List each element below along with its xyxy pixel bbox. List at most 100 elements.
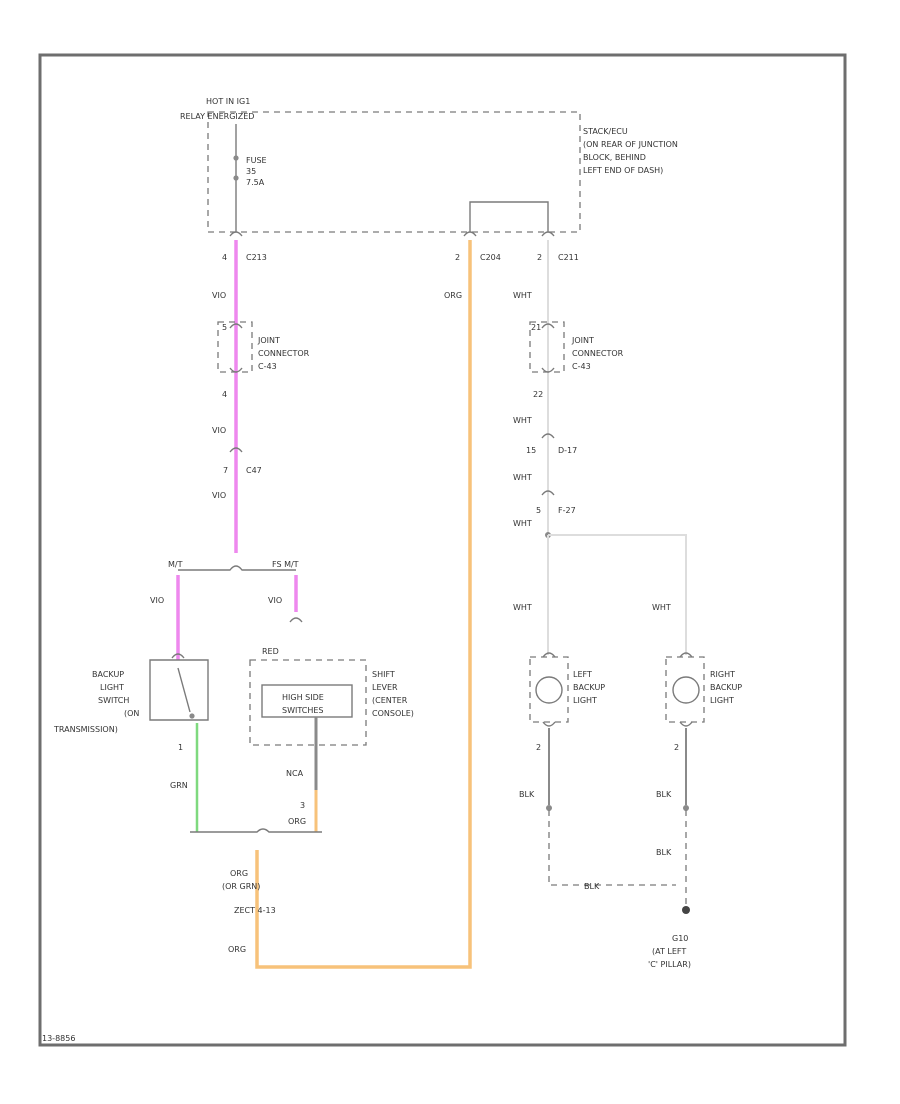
label-joint-left-3: C-43 bbox=[258, 362, 277, 371]
ground-icon bbox=[682, 906, 690, 914]
label-joint-right-2: CONNECTOR bbox=[572, 349, 624, 358]
label-switch-pin: 1 bbox=[178, 743, 183, 752]
label-ground-2: (AT LEFT bbox=[652, 947, 686, 956]
label-right-lamp-3: LIGHT bbox=[710, 696, 734, 705]
label-joint-left-pin2: 4 bbox=[222, 390, 227, 399]
fuse-terminal-top bbox=[233, 155, 239, 161]
label-fs-mt: FS M/T bbox=[272, 560, 299, 569]
label-wire-or-grn: (OR GRN) bbox=[222, 882, 260, 891]
wire-blk-left-dashed bbox=[548, 810, 676, 886]
left-lamp-pin-bottom bbox=[542, 721, 556, 727]
label-left-lamp-pin: 2 bbox=[536, 743, 541, 752]
joint-right-upper-pin bbox=[541, 323, 555, 329]
label-wire-wht-6: WHT bbox=[652, 603, 671, 612]
label-pin-4: 4 bbox=[222, 253, 227, 262]
label-left-lamp-3: LIGHT bbox=[573, 696, 597, 705]
label-right-lamp-2: BACKUP bbox=[710, 683, 742, 692]
label-junction-2: (ON REAR OF JUNCTION bbox=[583, 140, 678, 149]
figure-code: 13-8856 bbox=[42, 1034, 75, 1043]
label-shift-2: LEVER bbox=[372, 683, 398, 692]
label-high-side-2: SWITCHES bbox=[282, 706, 324, 715]
connector-c47 bbox=[229, 447, 243, 453]
backup-switch-body bbox=[149, 659, 209, 721]
label-joint-right-pin: 21 bbox=[531, 323, 541, 332]
diagram-border bbox=[38, 53, 847, 1047]
label-wire-blk-2: BLK bbox=[656, 790, 672, 799]
joint-right-lower-pin bbox=[541, 367, 555, 373]
label-c47: C47 bbox=[246, 466, 262, 475]
label-wire-org-b1: ORG bbox=[288, 817, 306, 826]
fuse-terminal-bottom bbox=[233, 175, 239, 181]
backup-switch-contact bbox=[177, 667, 191, 713]
backup-switch-pin-top bbox=[171, 653, 185, 659]
label-relay: RELAY ENERGIZED bbox=[180, 112, 254, 121]
label-switch-3: SWITCH bbox=[98, 696, 129, 705]
wire-wht-branch bbox=[548, 534, 687, 655]
splice-bar bbox=[190, 828, 322, 833]
label-shift-4: CONSOLE) bbox=[372, 709, 414, 718]
label-red: RED bbox=[262, 647, 279, 656]
connector-c204 bbox=[463, 231, 477, 237]
label-wire-wht-2: WHT bbox=[513, 416, 532, 425]
junction-block-outline bbox=[207, 111, 581, 233]
label-c211: C211 bbox=[558, 253, 579, 262]
left-lamp-housing bbox=[529, 656, 569, 723]
splice-blk-left bbox=[546, 805, 552, 811]
label-wire-blk-3: BLK bbox=[656, 848, 672, 857]
label-high-side-1: HIGH SIDE bbox=[282, 693, 324, 702]
label-c213: C213 bbox=[246, 253, 267, 262]
label-left-lamp-2: BACKUP bbox=[573, 683, 605, 692]
label-wire-org-3: ORG bbox=[228, 945, 246, 954]
shift-lever-module bbox=[249, 659, 367, 746]
label-junction-1: STACK/ECU bbox=[583, 127, 628, 136]
label-joint-right-3: C-43 bbox=[572, 362, 591, 371]
label-wire-vio-1: VIO bbox=[212, 291, 226, 300]
connector-c211 bbox=[541, 231, 555, 237]
label-fuse-rating: 7.5A bbox=[246, 178, 265, 187]
label-ground-1: G10 bbox=[672, 934, 688, 943]
label-hot-in: HOT IN IG1 bbox=[206, 97, 250, 106]
label-f27-pin: 5 bbox=[536, 506, 541, 515]
joint-left-upper-pin bbox=[229, 323, 243, 329]
label-blk-mid: BLK bbox=[584, 882, 600, 891]
label-junction-4: LEFT END OF DASH) bbox=[583, 166, 663, 175]
backup-switch-terminal bbox=[189, 713, 195, 719]
label-pin-3: 3 bbox=[300, 801, 305, 810]
label-ground-3: 'C' PILLAR) bbox=[648, 960, 691, 969]
label-d17-pin: 15 bbox=[526, 446, 536, 455]
label-wire-vio-3: VIO bbox=[212, 491, 226, 500]
label-right-lamp-1: RIGHT bbox=[710, 670, 735, 679]
label-wire-org-top: ORG bbox=[444, 291, 462, 300]
label-d17: D-17 bbox=[558, 446, 577, 455]
wire-org-long bbox=[255, 240, 472, 969]
label-shift-3: (CENTER bbox=[372, 696, 408, 705]
label-shift-1: SHIFT bbox=[372, 670, 395, 679]
left-bulb-icon bbox=[535, 676, 563, 704]
label-cell-ref: ZECT 4-13 bbox=[234, 906, 276, 915]
label-mt: M/T bbox=[168, 560, 183, 569]
label-joint-left-pin: 5 bbox=[222, 323, 227, 332]
label-joint-left-2: CONNECTOR bbox=[258, 349, 310, 358]
label-wire-wht-4: WHT bbox=[513, 519, 532, 528]
connector-c213 bbox=[229, 231, 243, 237]
splice-blk-right bbox=[683, 805, 689, 811]
label-wire-nca: NCA bbox=[286, 769, 304, 778]
right-lamp-pin-bottom bbox=[679, 721, 693, 727]
joint-connector-left bbox=[217, 321, 253, 373]
label-wire-wht-1: WHT bbox=[513, 291, 532, 300]
option-split-line bbox=[178, 565, 296, 571]
label-switch-5: TRANSMISSION) bbox=[53, 725, 118, 734]
label-wire-vio-5: VIO bbox=[268, 596, 282, 605]
label-c47-pin: 7 bbox=[223, 466, 228, 475]
connector-d17 bbox=[541, 433, 555, 439]
left-lamp-pin-top bbox=[542, 652, 556, 658]
label-right-lamp-pin: 2 bbox=[674, 743, 679, 752]
label-switch-4: (ON bbox=[124, 709, 139, 718]
label-c204: C204 bbox=[480, 253, 501, 262]
label-wire-wht-5: WHT bbox=[513, 603, 532, 612]
label-fuse: FUSE bbox=[246, 156, 267, 165]
label-pin-2-left: 2 bbox=[455, 253, 460, 262]
high-side-switch-box bbox=[261, 684, 353, 718]
label-wire-grn: GRN bbox=[170, 781, 188, 790]
shift-lever-connector bbox=[289, 617, 303, 623]
